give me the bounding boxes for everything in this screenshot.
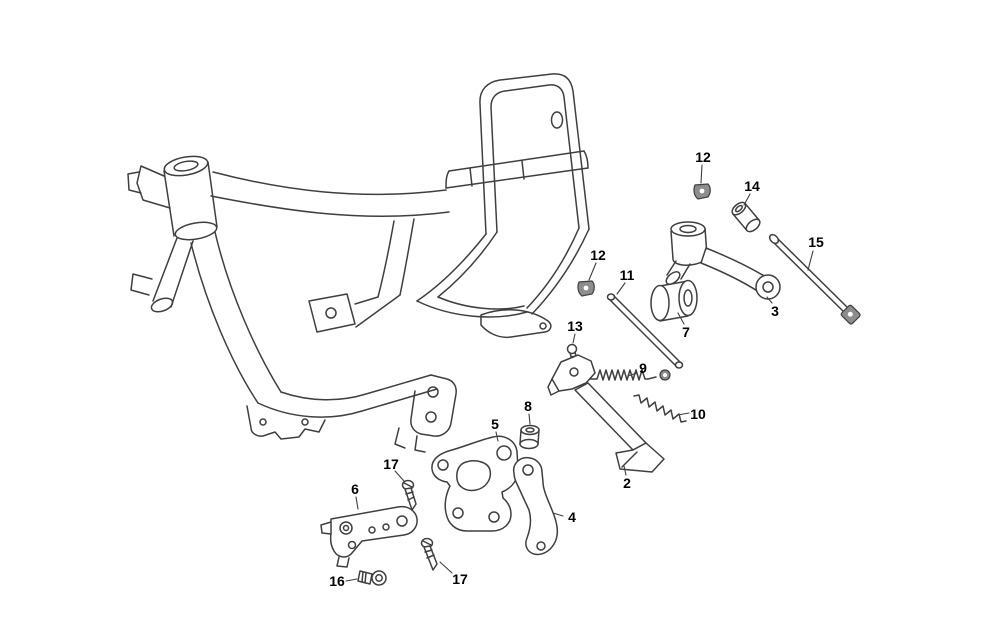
label-17-lower: 17 <box>452 571 468 587</box>
leader-9 <box>627 372 638 377</box>
leader-12-mid <box>588 262 597 281</box>
part-15-pivot-bolt <box>768 233 861 325</box>
label-11: 11 <box>619 267 635 283</box>
label-15: 15 <box>808 234 824 250</box>
label-6: 6 <box>351 481 359 497</box>
part-16-flange-bolt <box>357 570 387 586</box>
part-9-return-spring <box>588 369 671 381</box>
leader-12-top <box>700 164 703 184</box>
part-3-engine-hanger-link <box>665 221 781 300</box>
label-2: 2 <box>623 475 631 491</box>
leader-8 <box>528 413 531 425</box>
part-11-pivot-rod <box>606 293 684 369</box>
label-13: 13 <box>567 318 583 334</box>
part-17-screw-upper <box>401 479 417 511</box>
part-8-stopper-bushing <box>519 424 540 450</box>
label-9: 9 <box>639 360 647 376</box>
leader-11 <box>616 282 626 295</box>
part-6-engine-bracket <box>320 505 418 568</box>
part-17-screw-lower <box>420 537 438 571</box>
label-5: 5 <box>491 416 499 432</box>
leader-4 <box>552 512 564 517</box>
part-10-stand-spring <box>633 394 687 423</box>
part-7-roller-bushing <box>650 279 698 322</box>
label-16: 16 <box>329 573 345 589</box>
leader-3 <box>766 296 773 304</box>
leader-5 <box>495 431 499 442</box>
label-14: 14 <box>744 178 760 194</box>
label-10: 10 <box>690 406 706 422</box>
label-12-top: 12 <box>695 149 711 165</box>
label-12-mid: 12 <box>590 247 606 263</box>
leader-16 <box>345 578 358 582</box>
label-8: 8 <box>524 398 532 414</box>
label-3: 3 <box>771 303 779 319</box>
leader-6 <box>355 496 359 510</box>
label-17-upper: 17 <box>383 456 399 472</box>
part-2-side-stand <box>547 354 665 473</box>
leader-15 <box>807 250 814 271</box>
leader-14 <box>743 193 751 206</box>
leader-17-lower <box>439 561 453 574</box>
leader-2 <box>623 465 627 476</box>
label-4: 4 <box>568 509 576 525</box>
part-12-clip-mid <box>577 280 595 297</box>
part-12-clip-top <box>693 183 711 200</box>
frame-body-drawing <box>127 73 590 453</box>
leader-13 <box>572 333 576 344</box>
part-4-stand-stopper-bracket <box>512 456 559 556</box>
label-7: 7 <box>682 324 690 340</box>
part-5-stand-bracket-plate <box>431 435 519 532</box>
leader-7 <box>677 312 685 325</box>
leader-17-upper <box>394 470 405 482</box>
leader-lines <box>345 164 814 582</box>
leader-10 <box>677 412 690 416</box>
part-14-spacer-tube <box>731 201 761 233</box>
